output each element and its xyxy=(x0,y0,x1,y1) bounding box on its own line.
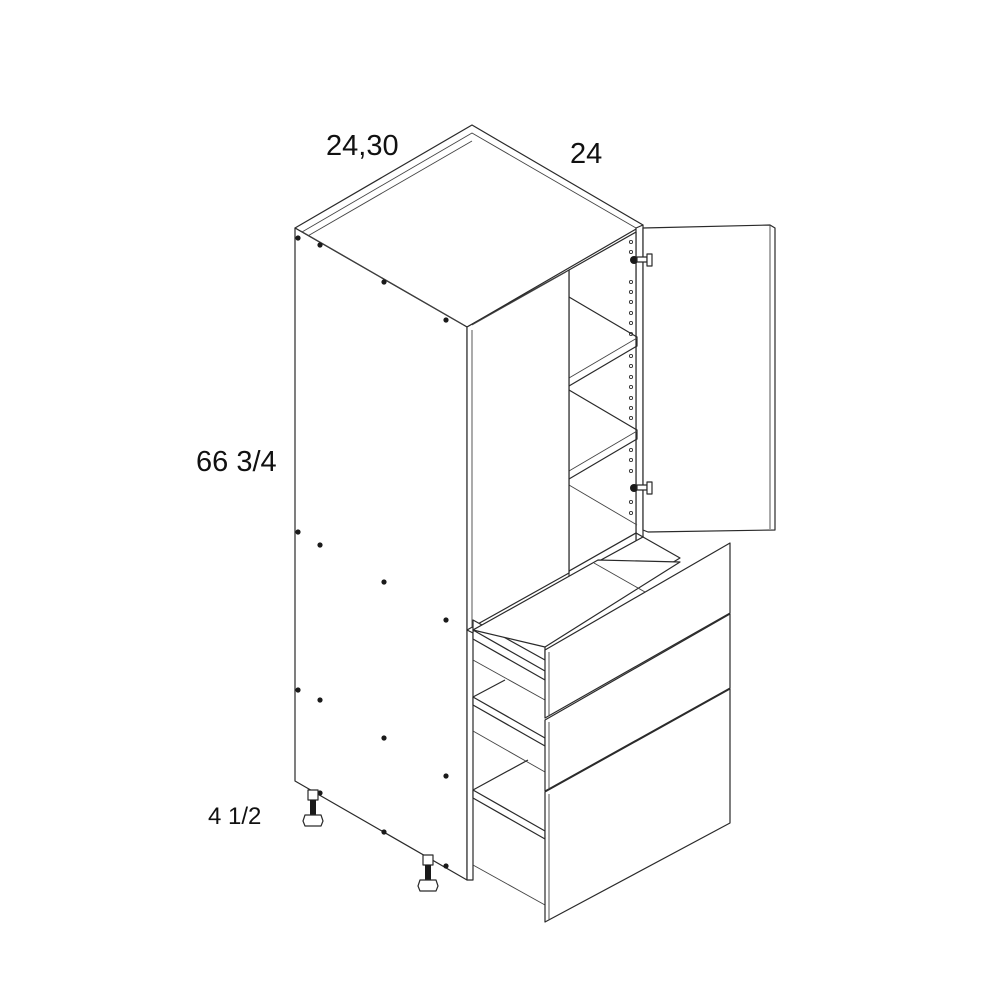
hinge-lower xyxy=(630,481,653,495)
width-dimension-label: 24,30 xyxy=(326,130,399,162)
depth-dimension-label: 24 xyxy=(570,138,603,170)
height-dimension-label: 66 3/4 xyxy=(196,446,277,478)
drawer-section-side xyxy=(466,629,474,881)
left-door xyxy=(466,269,570,631)
drawer-front-3 xyxy=(544,688,731,923)
drawer-front-2 xyxy=(544,613,731,792)
left-side-panel xyxy=(294,227,468,881)
cabinet-top xyxy=(294,124,644,328)
shelf-1 xyxy=(568,296,638,387)
drawer-3-box xyxy=(472,759,546,906)
shelf-pin-holes xyxy=(628,239,634,516)
shelf-2 xyxy=(568,389,638,480)
leveling-leg-right xyxy=(417,854,439,892)
drawer-1-box xyxy=(472,536,681,701)
drawer-front-1 xyxy=(544,542,731,719)
hinge-upper xyxy=(630,253,653,267)
leveling-leg-left xyxy=(302,789,324,827)
toe-kick-dimension-label: 4 1/2 xyxy=(208,803,262,830)
right-door-open xyxy=(642,224,776,533)
